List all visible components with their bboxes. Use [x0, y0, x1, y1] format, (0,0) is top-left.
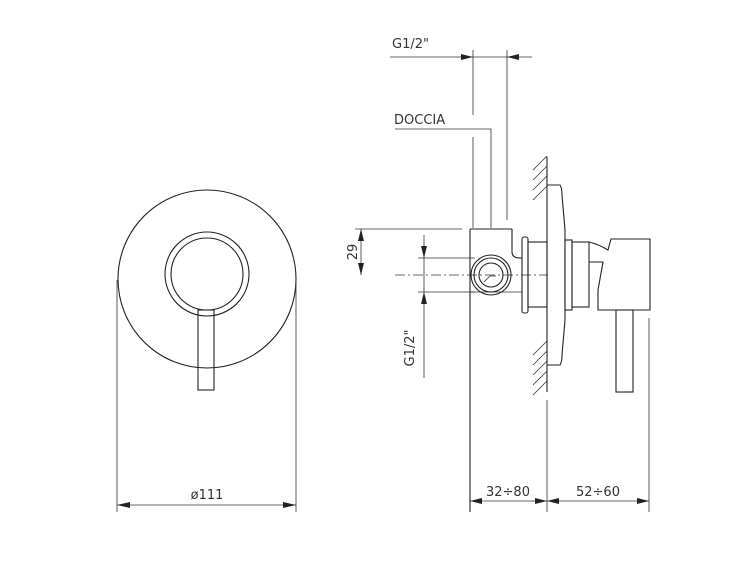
stem [527, 241, 548, 308]
leader-line [395, 128, 492, 228]
body-neck [511, 251, 522, 259]
cartridge-sleeve [571, 241, 590, 308]
dimension-arrows [421, 246, 427, 304]
plate-collar [564, 239, 573, 311]
thread-top-label: G1/2" [392, 37, 429, 52]
wall-hatch [532, 155, 548, 396]
handle-ring-inner [170, 237, 244, 311]
side-view: G1/2" DOCCIA [346, 37, 651, 512]
projection-label: 52÷60 [576, 485, 620, 500]
handle-ring-outer [164, 231, 250, 317]
wall-depth-label: 32÷80 [486, 485, 530, 500]
dimension-arrows [358, 229, 364, 275]
handle-body-side [588, 238, 651, 311]
outlet-detail [483, 275, 496, 283]
height-offset-label: 29 [346, 244, 361, 261]
thread-side-label: G1/2" [403, 330, 418, 367]
cover-plate-side [547, 184, 566, 366]
shower-outlet-label: DOCCIA [394, 113, 445, 128]
front-view: ø111 [116, 189, 297, 512]
cover-plate-outline [117, 189, 297, 369]
lever-side [615, 309, 634, 393]
diameter-label: ø111 [191, 488, 224, 503]
lever-front [197, 309, 215, 391]
